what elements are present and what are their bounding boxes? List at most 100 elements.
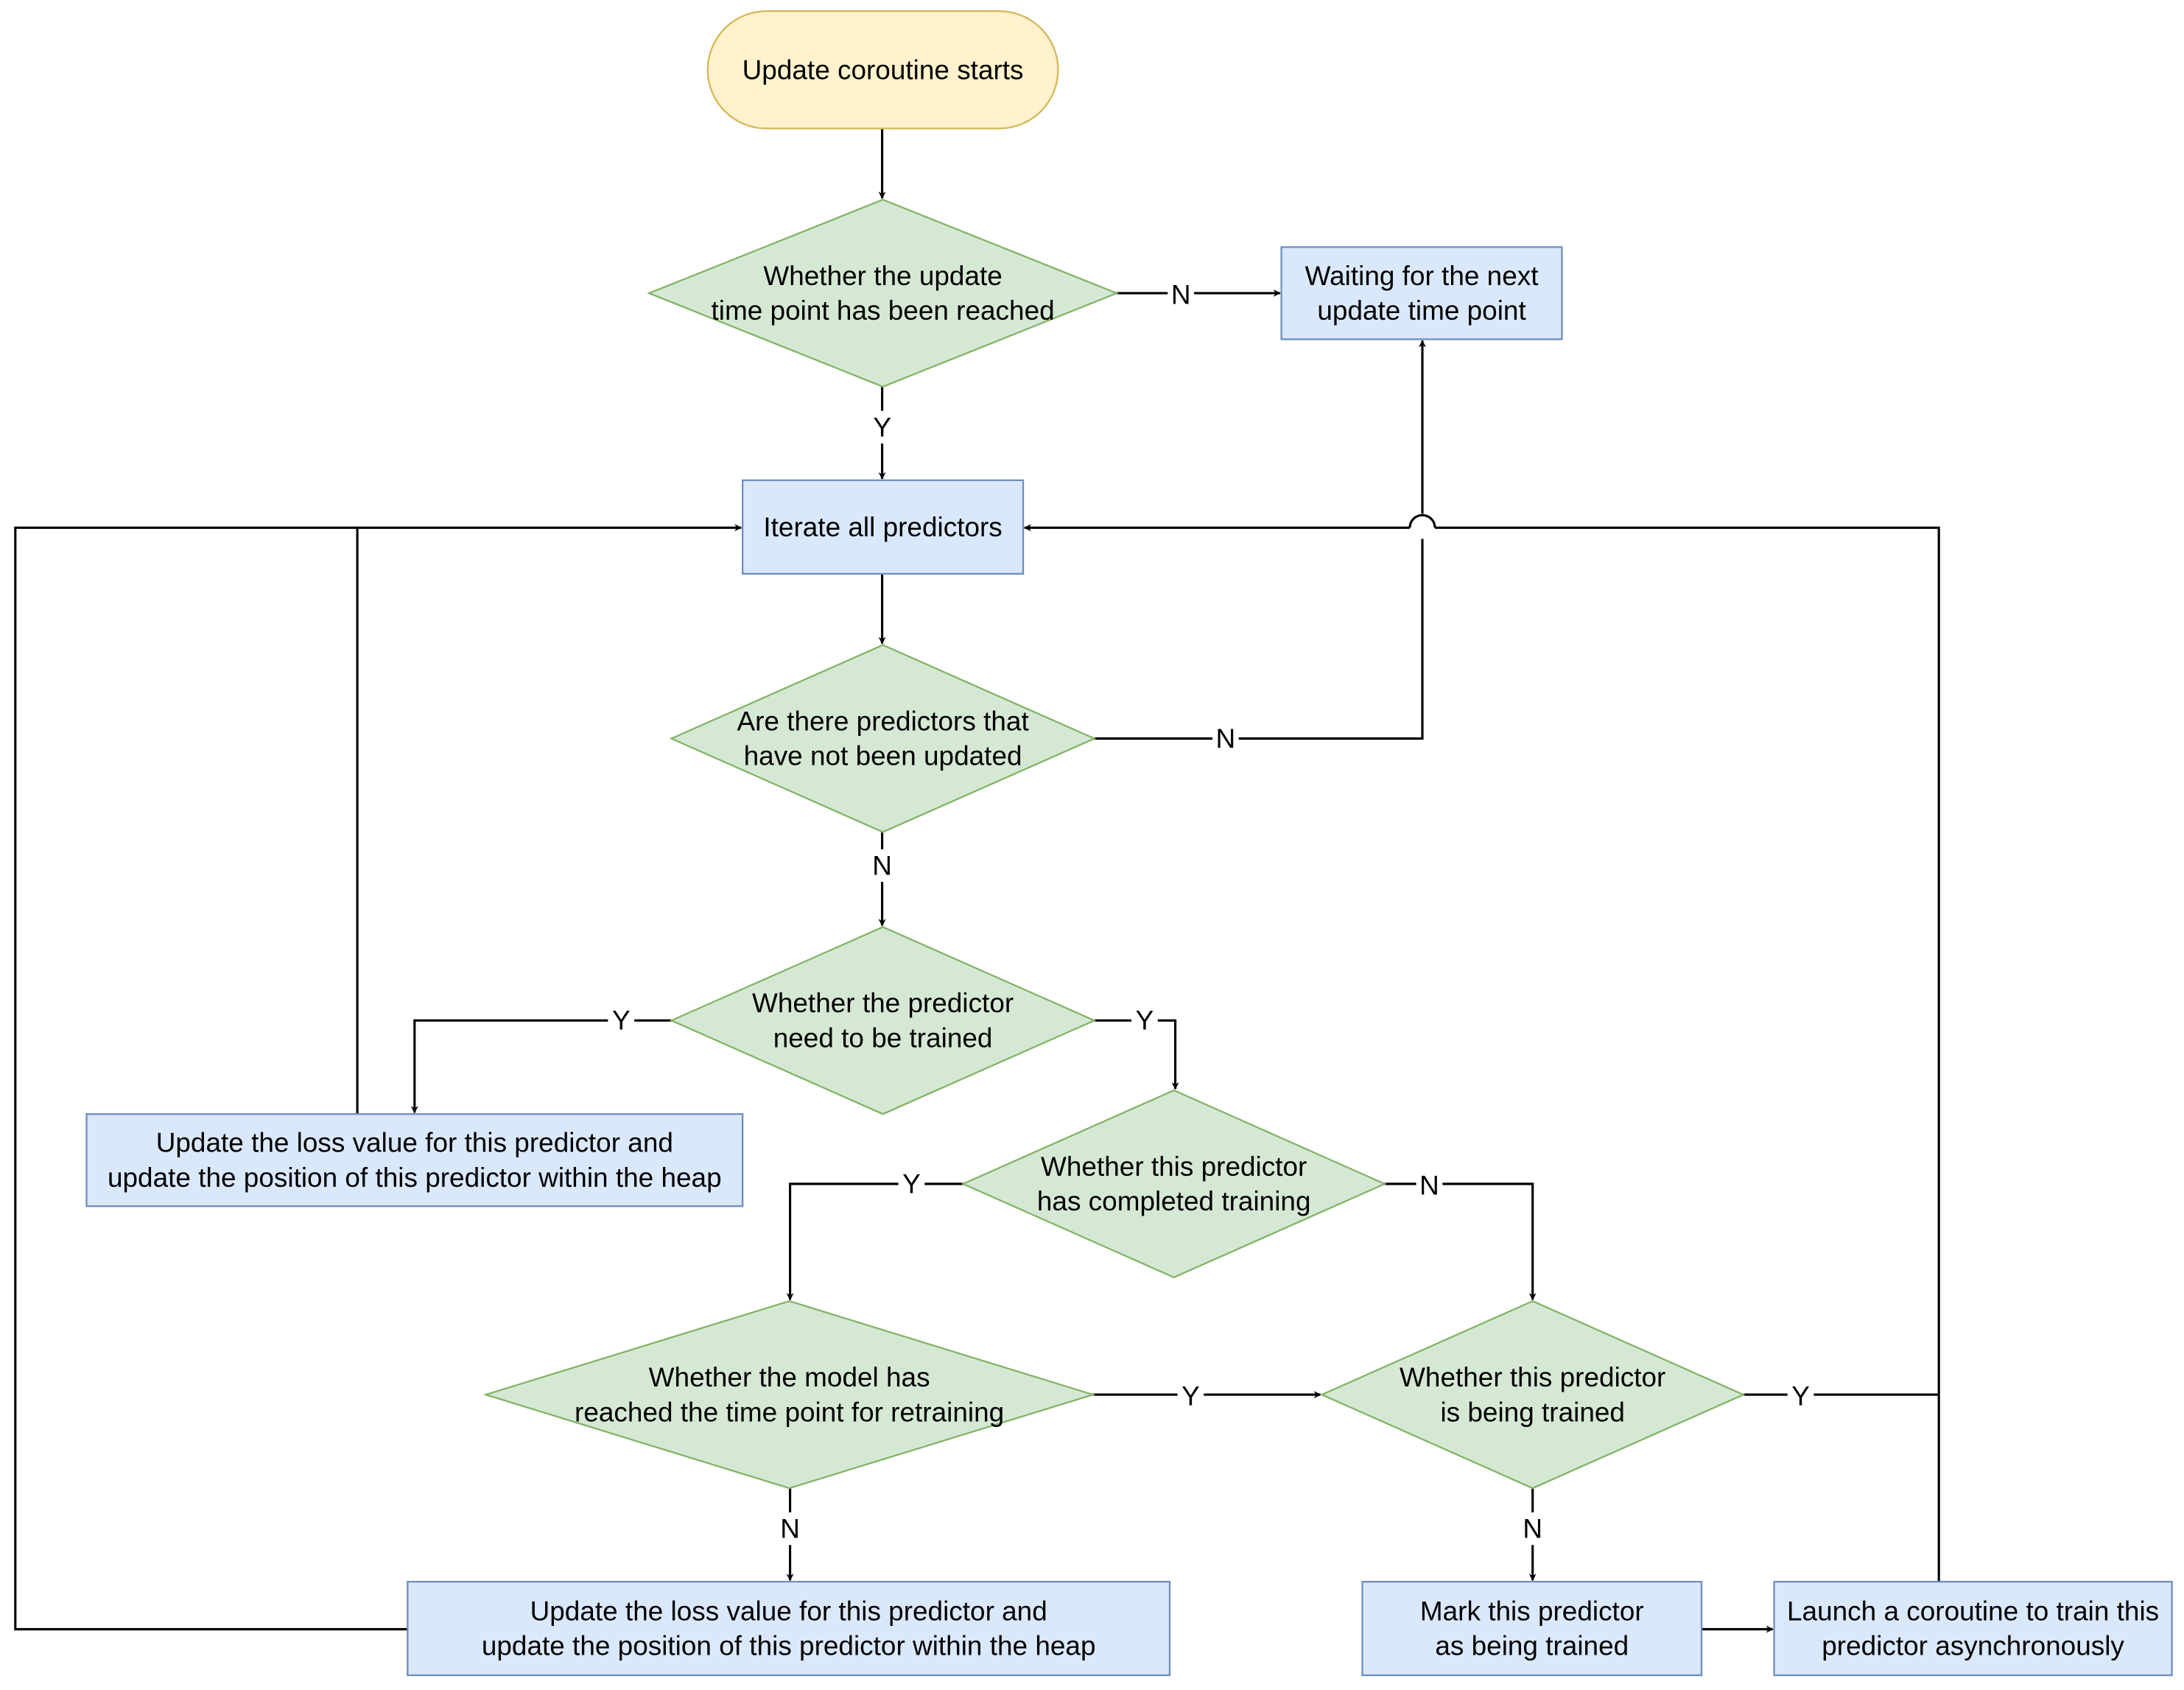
edge-line bbox=[1094, 539, 1424, 740]
edge-label-e17: Y bbox=[1791, 1381, 1810, 1412]
node-text-line: predictor asynchronously bbox=[1822, 1631, 2124, 1661]
node-text-line: Whether this predictor bbox=[1041, 1151, 1307, 1182]
node-d-need-train[interactable]: Whether the predictor need to be trained bbox=[669, 926, 1097, 1115]
node-text-line: is being trained bbox=[1440, 1397, 1625, 1427]
process-shape bbox=[1773, 1580, 2173, 1677]
node-text-line: Update the loss value for this predictor… bbox=[156, 1128, 673, 1158]
node-text-line: as being trained bbox=[1435, 1631, 1629, 1661]
node-text-line: need to be trained bbox=[773, 1023, 993, 1053]
edge-label-bg bbox=[898, 1167, 925, 1201]
node-text-line: have not been updated bbox=[744, 741, 1022, 771]
decision-shape bbox=[961, 1089, 1387, 1279]
edge-line bbox=[786, 1182, 963, 1301]
edge-label-e2: N bbox=[1171, 279, 1191, 309]
decision-shape bbox=[1319, 1300, 1746, 1490]
edge-line bbox=[410, 1019, 672, 1114]
edge-label-e12: Y bbox=[902, 1168, 921, 1199]
edge-label-e10: Y bbox=[1136, 1006, 1154, 1036]
edge-label-bg bbox=[868, 410, 896, 444]
edge-label-bg bbox=[1177, 1379, 1204, 1413]
edge-line bbox=[14, 526, 408, 1631]
edge-label-e10: Y bbox=[1181, 1381, 1200, 1412]
edge-e13: N bbox=[776, 1488, 804, 1582]
edge-line bbox=[1094, 1019, 1179, 1090]
edge-label-bg bbox=[1787, 1379, 1814, 1413]
node-text-line: Whether this predictor bbox=[1400, 1362, 1665, 1392]
edge-e12: Y bbox=[786, 1167, 963, 1301]
node-text-line: Whether the model has bbox=[649, 1362, 930, 1392]
edge-label-bg bbox=[1212, 722, 1239, 755]
edge-e16 bbox=[14, 526, 408, 1631]
node-p-wait[interactable]: Waiting for the next update time point bbox=[1280, 246, 1563, 340]
edge-label-bg bbox=[776, 1512, 804, 1546]
edge-label-bg bbox=[1519, 1512, 1546, 1546]
process-shape bbox=[407, 1580, 1171, 1677]
node-text-line: reached the time point for retraining bbox=[575, 1397, 1004, 1427]
node-start[interactable]: Update coroutine starts bbox=[706, 10, 1059, 130]
node-text-line: Whether the predictor bbox=[752, 988, 1014, 1018]
edge-e19: Y bbox=[1092, 1379, 1321, 1413]
edge-label-bg bbox=[1168, 278, 1195, 312]
node-text-line: Whether the update bbox=[763, 261, 1002, 291]
process-shape bbox=[1361, 1580, 1703, 1677]
edge-e11: N bbox=[1384, 1168, 1537, 1301]
edge-e18 bbox=[1023, 513, 1940, 1582]
decision-shape bbox=[647, 198, 1120, 388]
node-text-line: update the position of this predictor wi… bbox=[108, 1163, 722, 1193]
edge-e17: Y bbox=[1743, 1379, 1939, 1413]
edge-label-bg bbox=[1131, 1004, 1158, 1037]
edge-e8: Y bbox=[410, 1004, 672, 1114]
node-text-line: Iterate all predictors bbox=[763, 512, 1002, 542]
process-shape bbox=[1280, 246, 1563, 340]
edge-label-e3: Y bbox=[873, 412, 891, 442]
edge-line bbox=[1435, 526, 1940, 1582]
edge-e7: N bbox=[868, 832, 896, 927]
edge-label-e11: N bbox=[1419, 1170, 1439, 1200]
edge-label-e14: N bbox=[1523, 1514, 1542, 1544]
node-text-line: update the position of this predictor wi… bbox=[482, 1631, 1096, 1661]
edge-e2: N bbox=[1117, 278, 1281, 312]
node-p-update-loss-1[interactable]: Update the loss value for this predictor… bbox=[85, 1113, 744, 1207]
node-text-line: update time point bbox=[1317, 295, 1525, 326]
edge-line bbox=[1384, 1182, 1537, 1301]
edges-layer: N Y N N Y Y N Y N N Y Y bbox=[14, 128, 1940, 1633]
node-p-mark[interactable]: Mark this predictor as being trained bbox=[1361, 1580, 1703, 1677]
node-d-being-trained[interactable]: Whether this predictor is being trained bbox=[1319, 1300, 1746, 1490]
edge-label-bg bbox=[608, 1004, 635, 1037]
decision-shape bbox=[482, 1300, 1096, 1490]
edge-label-e5: N bbox=[1215, 723, 1235, 754]
node-text-line: Update the loss value for this predictor… bbox=[530, 1596, 1047, 1626]
edge-label-bg bbox=[868, 849, 896, 883]
node-text-line: Mark this predictor bbox=[1420, 1596, 1644, 1626]
process-shape bbox=[742, 479, 1025, 575]
terminator-shape bbox=[706, 10, 1059, 130]
node-d-retrain-time[interactable]: Whether the model has reached the time po… bbox=[482, 1300, 1096, 1490]
node-text-line: Update coroutine starts bbox=[742, 55, 1024, 85]
node-text-line: Are there predictors that bbox=[737, 706, 1028, 736]
node-d-time[interactable]: Whether the update time point has been re… bbox=[647, 198, 1120, 388]
edge-label-e8: Y bbox=[612, 1006, 631, 1036]
edge-e10: Y bbox=[1094, 1004, 1179, 1090]
node-p-update-loss-2[interactable]: Update the loss value for this predictor… bbox=[407, 1580, 1171, 1677]
process-shape bbox=[85, 1113, 744, 1207]
edge-label-e13: N bbox=[780, 1514, 800, 1544]
node-d-remaining[interactable]: Are there predictors that have not been u… bbox=[669, 644, 1097, 833]
edge-e5: N bbox=[1094, 539, 1424, 755]
edge-label-e7: N bbox=[872, 850, 892, 880]
node-p-launch[interactable]: Launch a coroutine to train this predicto… bbox=[1773, 1580, 2173, 1677]
decision-shape bbox=[669, 926, 1097, 1115]
node-text-line: Launch a coroutine to train this bbox=[1787, 1596, 2159, 1626]
edge-hop bbox=[1408, 513, 1436, 528]
node-text-line: has completed training bbox=[1037, 1186, 1311, 1216]
node-text-line: time point has been reached bbox=[712, 295, 1055, 326]
edge-label-bg bbox=[1416, 1168, 1443, 1202]
node-d-completed[interactable]: Whether this predictor has completed trai… bbox=[961, 1089, 1387, 1279]
decision-shape bbox=[669, 644, 1097, 833]
node-p-iterate[interactable]: Iterate all predictors bbox=[742, 479, 1025, 575]
node-text-line: Waiting for the next bbox=[1305, 261, 1539, 291]
edge-e14: N bbox=[1519, 1488, 1546, 1582]
edge-e3: Y bbox=[868, 386, 896, 480]
